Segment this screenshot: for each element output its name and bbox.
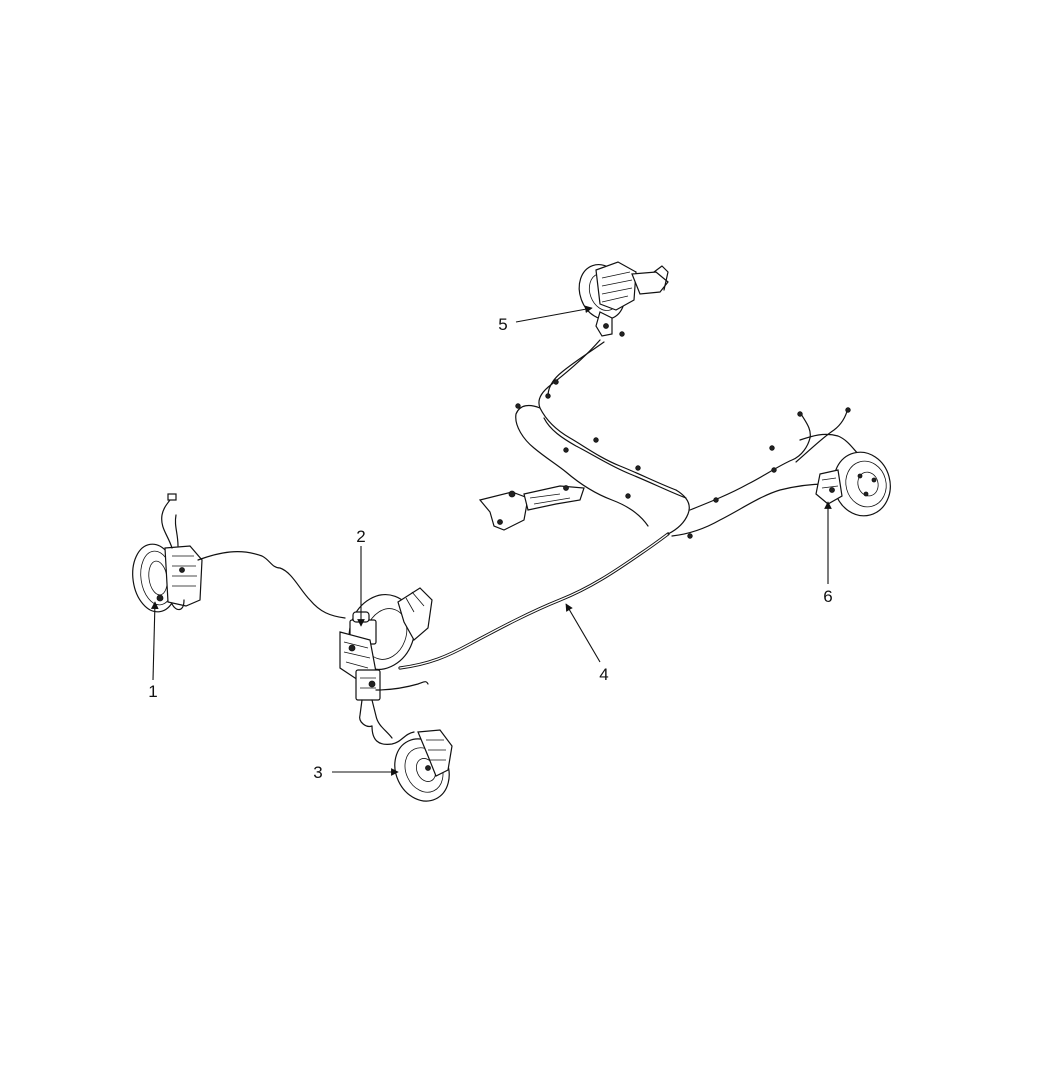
- callout-label-4: 4: [599, 665, 608, 684]
- main-brake-line: [398, 483, 827, 670]
- callout-label-3: 3: [313, 763, 322, 782]
- rear-left-brake-assembly: [578, 261, 669, 337]
- parking-brake-bracket: [478, 485, 585, 531]
- leader-line-1: [150, 601, 159, 681]
- rear-right-brake-assembly: [815, 451, 891, 517]
- rear-brake-lines: [515, 339, 861, 539]
- master-cylinder-assembly: [339, 587, 433, 739]
- leader-lines: [150, 305, 832, 776]
- front-left-brake-assembly: [132, 493, 203, 613]
- callout-label-2: 2: [356, 527, 365, 546]
- callout-label-1: 1: [148, 682, 157, 701]
- leader-line-5: [515, 305, 593, 323]
- callout-label-6: 6: [823, 587, 832, 606]
- callout-label-5: 5: [498, 315, 507, 334]
- leader-line-4: [565, 603, 601, 663]
- front-right-brake-assembly: [371, 725, 453, 802]
- callout-labels: 1 2 3 4 5 6: [148, 315, 832, 782]
